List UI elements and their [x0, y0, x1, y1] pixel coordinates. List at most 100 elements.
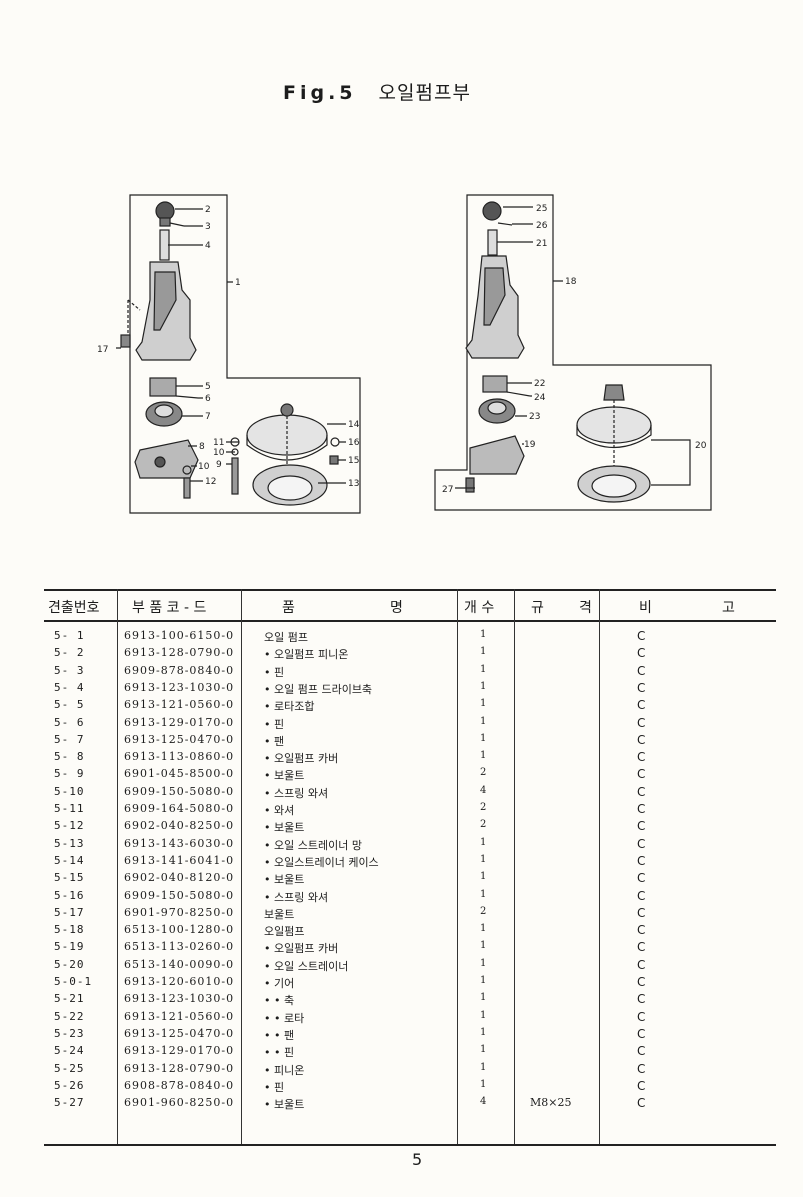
cell-name: 보울트 — [264, 907, 295, 921]
cell-name: • • 팬 — [264, 1028, 295, 1042]
cell-code: 6902-040-8120-0 — [124, 871, 235, 885]
header-note-a: 비 — [639, 600, 652, 616]
callout: 22 — [534, 379, 545, 389]
cell-no: 5-18 — [54, 923, 85, 937]
cell-code: 6909-150-5080-0 — [124, 888, 235, 902]
cell-note: C — [637, 732, 646, 747]
cell-qty: 1 — [480, 957, 487, 969]
cell-name: • 팬 — [264, 734, 285, 748]
cell-note: C — [637, 784, 646, 799]
cell-name: • 오일 펌프 드라이브축 — [264, 682, 373, 696]
cell-code: 6902-040-8250-0 — [124, 819, 235, 833]
cell-note: C — [637, 802, 646, 816]
cell-code: 6913-123-1030-0 — [124, 680, 235, 694]
cell-note: C — [637, 750, 646, 765]
cell-name: • • 로타 — [264, 1011, 305, 1025]
cell-code: 6913-123-1030-0 — [124, 992, 235, 1006]
cell-qty: 1 — [480, 1009, 487, 1021]
cell-qty: 1 — [480, 853, 487, 865]
callout: 14 — [348, 420, 360, 430]
cell-name: • 스프링 와셔 — [264, 786, 329, 800]
figure-name: 오일펌프부 — [378, 82, 471, 104]
cell-note: C — [637, 680, 646, 695]
cell-qty: 2 — [480, 802, 487, 813]
cell-qty: 1 — [480, 940, 487, 952]
cell-no: 5- 7 — [54, 732, 85, 746]
cell-note: C — [637, 767, 646, 782]
cell-no: 5-26 — [54, 1078, 85, 1092]
callout: 6 — [205, 394, 211, 404]
cell-qty: 1 — [480, 888, 487, 900]
cell-note: C — [637, 1009, 646, 1024]
cell-name: • • 축 — [264, 994, 295, 1008]
header-code: 부 품 코 - 드 — [132, 600, 207, 616]
cell-note: C — [637, 646, 646, 661]
callout: 8 — [199, 442, 205, 452]
cell-qty: 1 — [480, 646, 487, 658]
cell-code: 6513-140-0090-0 — [124, 957, 235, 971]
cell-note: C — [637, 853, 646, 868]
cell-no: 5-16 — [54, 888, 85, 902]
callout: 4 — [205, 241, 211, 251]
cell-qty: 1 — [480, 1026, 487, 1038]
callout: 9 — [216, 460, 222, 470]
header-spec-b: 격 — [579, 600, 592, 616]
cell-name: • 핀 — [264, 1080, 285, 1094]
callout: 26 — [536, 221, 548, 231]
cell-qty: 1 — [480, 871, 487, 883]
callout: 10 — [213, 448, 225, 458]
cell-name: • 오일 스트레이너 — [264, 959, 349, 973]
cell-no: 5-13 — [54, 836, 85, 850]
cell-code: 6901-960-8250-0 — [124, 1096, 235, 1110]
cell-no: 5- 5 — [54, 698, 85, 712]
cell-qty: 1 — [480, 750, 487, 762]
callout: 3 — [205, 222, 211, 232]
cell-no: 5-20 — [54, 957, 85, 971]
cell-code: 6913-121-0560-0 — [124, 698, 235, 712]
callout: 13 — [348, 479, 359, 489]
cell-note: C — [637, 1078, 646, 1093]
cell-name: • 핀 — [264, 665, 285, 679]
header-qty: 개 수 — [464, 600, 495, 616]
callout: 11 — [213, 438, 224, 448]
callout: 25 — [536, 204, 547, 214]
cell-qty: 1 — [480, 680, 487, 692]
callout: 10 — [198, 462, 210, 472]
cell-note: C — [637, 905, 646, 920]
header-no: 견출번호 — [48, 600, 100, 616]
cell-qty: 1 — [480, 975, 487, 986]
cell-note: C — [637, 940, 646, 955]
cell-qty: 1 — [480, 732, 487, 744]
cell-name: • 오일펌프 카버 — [264, 942, 339, 956]
cell-qty: 1 — [480, 1078, 487, 1090]
header-name-b: 명 — [390, 600, 403, 616]
page-number: 5 — [412, 1150, 423, 1169]
cell-name: • 오일펌프 피니온 — [264, 648, 349, 662]
cell-code: 6913-121-0560-0 — [124, 1009, 235, 1023]
callout: 20 — [695, 441, 707, 451]
cell-no: 5-22 — [54, 1009, 85, 1023]
cell-no: 5-17 — [54, 905, 85, 919]
cell-qty: 1 — [480, 992, 487, 1004]
cell-qty: 4 — [480, 784, 487, 796]
cell-note: C — [637, 819, 646, 834]
cell-note: C — [637, 629, 646, 643]
cell-spec: M8×25 — [530, 1096, 572, 1110]
callout: 1 — [235, 278, 241, 288]
cell-name: • 오일펌프 카버 — [264, 752, 339, 766]
callout: 23 — [529, 412, 540, 422]
cell-code: 6901-970-8250-0 — [124, 905, 235, 919]
cell-note: C — [637, 957, 646, 972]
table-row: 5-22 6913-121-0560-0 • • 로타 1 C — [44, 1010, 776, 1027]
